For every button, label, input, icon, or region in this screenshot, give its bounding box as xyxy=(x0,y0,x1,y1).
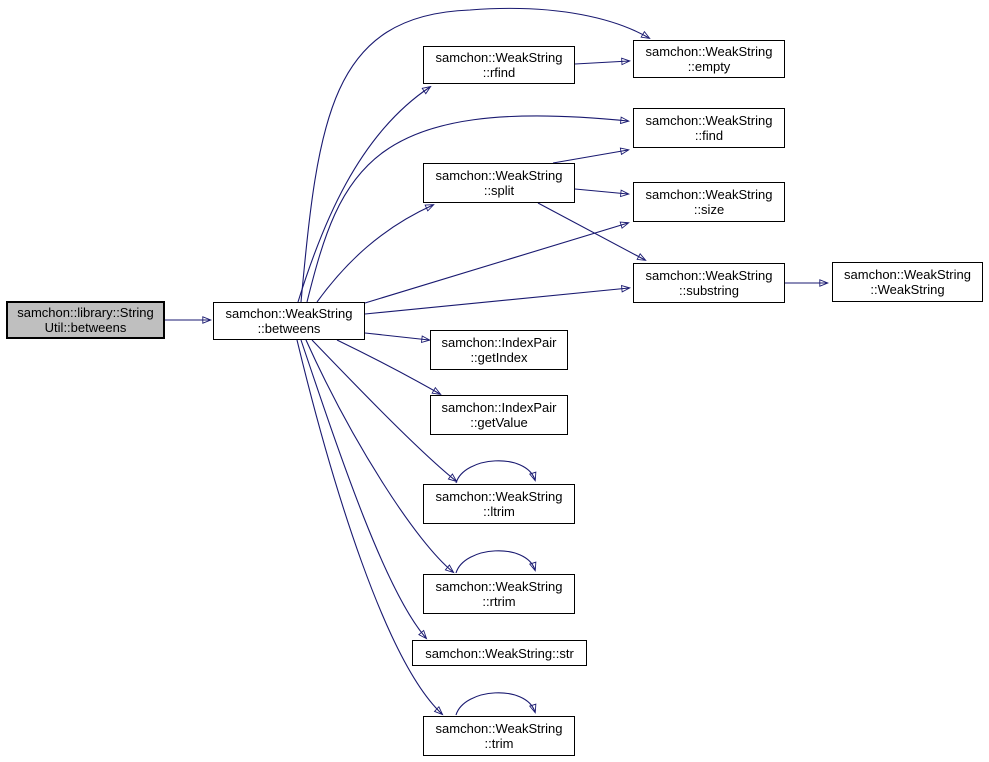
node-stringutil-betweens[interactable]: samchon::library::String Util::betweens xyxy=(6,301,165,339)
edge-ws-split-to-ws-find xyxy=(552,147,630,164)
edge-ws-rtrim-self-loop xyxy=(455,550,537,574)
edge-ws-betweens-to-ws-size xyxy=(364,221,630,304)
edge-ws-ltrim-self-loop xyxy=(455,460,537,484)
node-stringutil-betweens-label: samchon::library::String Util::betweens xyxy=(17,305,154,335)
node-ws-weakstring-label: samchon::WeakString ::WeakString xyxy=(844,267,971,297)
node-ws-empty[interactable]: samchon::WeakString ::empty xyxy=(633,40,785,78)
node-ws-rfind[interactable]: samchon::WeakString ::rfind xyxy=(423,46,575,84)
node-ws-ltrim[interactable]: samchon::WeakString ::ltrim xyxy=(423,484,575,524)
edge-ws-betweens-to-indexpair-getvalue xyxy=(336,339,442,395)
node-indexpair-getvalue[interactable]: samchon::IndexPair ::getValue xyxy=(430,395,568,435)
node-ws-split[interactable]: samchon::WeakString ::split xyxy=(423,163,575,203)
node-ws-rtrim-label: samchon::WeakString ::rtrim xyxy=(435,579,563,609)
node-indexpair-getindex-label: samchon::IndexPair ::getIndex xyxy=(441,335,557,365)
node-ws-empty-label: samchon::WeakString ::empty xyxy=(645,44,773,74)
edge-ws-betweens-to-ws-empty xyxy=(300,7,651,303)
edge-ws-betweens-to-ws-find xyxy=(306,115,630,303)
edge-ws-rfind-to-ws-empty xyxy=(574,57,631,66)
node-ws-str-label: samchon::WeakString::str xyxy=(425,645,574,661)
node-ws-trim-label: samchon::WeakString ::trim xyxy=(435,721,563,751)
node-ws-split-label: samchon::WeakString ::split xyxy=(435,168,563,198)
node-ws-str[interactable]: samchon::WeakString::str xyxy=(412,640,587,666)
edge-ws-betweens-to-ws-trim xyxy=(296,339,444,716)
edge-ws-betweens-to-ws-rfind xyxy=(297,85,432,303)
node-ws-substring[interactable]: samchon::WeakString ::substring xyxy=(633,263,785,303)
edge-ws-betweens-to-ws-split xyxy=(316,204,435,303)
edge-ws-trim-self-loop xyxy=(455,692,537,716)
edge-ws-betweens-to-ws-rtrim xyxy=(305,339,455,574)
node-ws-ltrim-label: samchon::WeakString ::ltrim xyxy=(435,489,563,519)
edge-ws-betweens-to-ws-substring xyxy=(364,284,631,315)
node-ws-betweens[interactable]: samchon::WeakString ::betweens xyxy=(213,302,365,340)
edge-ws-betweens-to-ws-str xyxy=(300,339,428,640)
node-ws-size[interactable]: samchon::WeakString ::size xyxy=(633,182,785,222)
edge-ws-split-to-ws-substring xyxy=(537,202,647,261)
node-ws-substring-label: samchon::WeakString ::substring xyxy=(645,268,773,298)
node-ws-find-label: samchon::WeakString ::find xyxy=(645,113,773,143)
node-ws-find[interactable]: samchon::WeakString ::find xyxy=(633,108,785,148)
node-ws-weakstring[interactable]: samchon::WeakString ::WeakString xyxy=(832,262,983,302)
node-ws-rfind-label: samchon::WeakString ::rfind xyxy=(435,50,563,80)
node-ws-rtrim[interactable]: samchon::WeakString ::rtrim xyxy=(423,574,575,614)
node-ws-trim[interactable]: samchon::WeakString ::trim xyxy=(423,716,575,756)
node-indexpair-getindex[interactable]: samchon::IndexPair ::getIndex xyxy=(430,330,568,370)
node-ws-betweens-label: samchon::WeakString ::betweens xyxy=(225,306,353,336)
edge-ws-betweens-to-ws-ltrim xyxy=(311,339,458,483)
node-indexpair-getvalue-label: samchon::IndexPair ::getValue xyxy=(441,400,557,430)
node-ws-size-label: samchon::WeakString ::size xyxy=(645,187,773,217)
edge-ws-split-to-ws-size xyxy=(574,188,630,198)
edge-ws-betweens-to-indexpair-getindex xyxy=(364,332,431,343)
